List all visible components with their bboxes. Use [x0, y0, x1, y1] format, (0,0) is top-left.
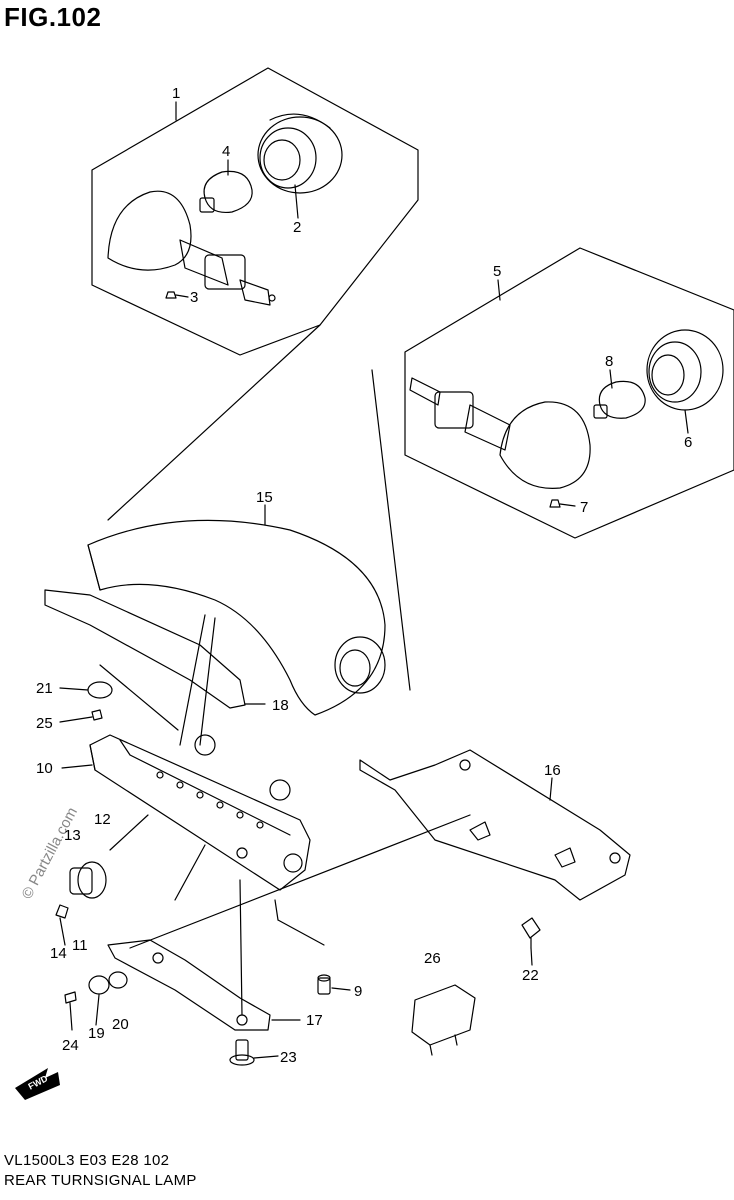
callout-8: 8 [605, 353, 613, 370]
callout-7: 7 [580, 499, 588, 516]
figure-title: FIG.102 [4, 2, 102, 32]
callout-17: 17 [306, 1012, 323, 1029]
grommet-part-21 [87, 681, 113, 699]
washer-part-20 [108, 971, 128, 989]
callout-2: 2 [293, 219, 301, 236]
bolt-part-9 [317, 974, 331, 995]
callout-3: 3 [190, 289, 198, 306]
lens-housing-part-6 [646, 329, 724, 411]
screw-part-25 [91, 709, 103, 721]
bracket-part-17 [107, 939, 271, 1031]
callout-10: 10 [36, 760, 53, 777]
license-lamp-part-13 [55, 861, 107, 919]
callout-11: 11 [72, 937, 88, 954]
bulb-part-8 [593, 380, 646, 419]
stud-part-12a [109, 814, 149, 851]
callout-18: 18 [272, 697, 289, 714]
callout-20: 20 [112, 1016, 129, 1033]
signal-body-right [409, 377, 591, 489]
watermark: © Partzilla.com [19, 805, 81, 902]
collar-part-19 [88, 975, 110, 995]
callout-26: 26 [424, 950, 441, 967]
rear-cover-part-15 [87, 519, 386, 716]
callout-12: 12 [94, 811, 111, 828]
bracket-part-16 [359, 749, 631, 901]
callout-24: 24 [62, 1037, 79, 1054]
bulb-part-4 [199, 170, 253, 214]
leader-e [129, 814, 471, 949]
callout-6: 6 [684, 434, 692, 451]
footer-figure-name: REAR TURNSIGNAL LAMP [4, 1172, 197, 1189]
group-box-left-turnsignal [91, 67, 419, 356]
callout-14: 14 [50, 945, 67, 962]
callout-23: 23 [280, 1049, 297, 1066]
leader-cover-to-bracket [199, 617, 216, 746]
group-box-right-turnsignal [404, 247, 734, 539]
callout-9: 9 [354, 983, 362, 1000]
screw-part-3 [165, 291, 177, 299]
leader-b [239, 879, 243, 1016]
callout-19: 19 [88, 1025, 105, 1042]
callout-22: 22 [522, 967, 539, 984]
bolt-part-23 [229, 1039, 255, 1066]
leader-d [277, 919, 325, 946]
callout-5: 5 [493, 263, 501, 280]
screw-part-24 [64, 991, 77, 1004]
footer-model-code: VL1500L3 E03 E28 102 [4, 1152, 170, 1169]
stud-part-12b [174, 844, 206, 901]
reflector-strip-part-18 [44, 589, 246, 709]
leader-a [99, 664, 179, 731]
callout-4: 4 [222, 143, 230, 160]
leader-box1-to-cover [107, 324, 321, 521]
signal-body-left [107, 190, 276, 306]
callout-13: 13 [64, 827, 81, 844]
leader-f [179, 614, 206, 746]
clip-part-22 [521, 917, 541, 949]
callout-1: 1 [172, 85, 180, 102]
bracket-part-10 [89, 734, 311, 891]
fwd-arrow-icon: FWD [15, 1068, 60, 1100]
screw-part-7 [549, 499, 561, 508]
callout-15: 15 [256, 489, 273, 506]
callout-21: 21 [36, 680, 53, 697]
leader-c [274, 899, 279, 921]
relay-part-26 [411, 984, 476, 1056]
lens-housing-part-2 [257, 113, 343, 194]
callout-16: 16 [544, 762, 561, 779]
callout-25: 25 [36, 715, 53, 732]
leader-box5-to-cover [371, 369, 411, 691]
